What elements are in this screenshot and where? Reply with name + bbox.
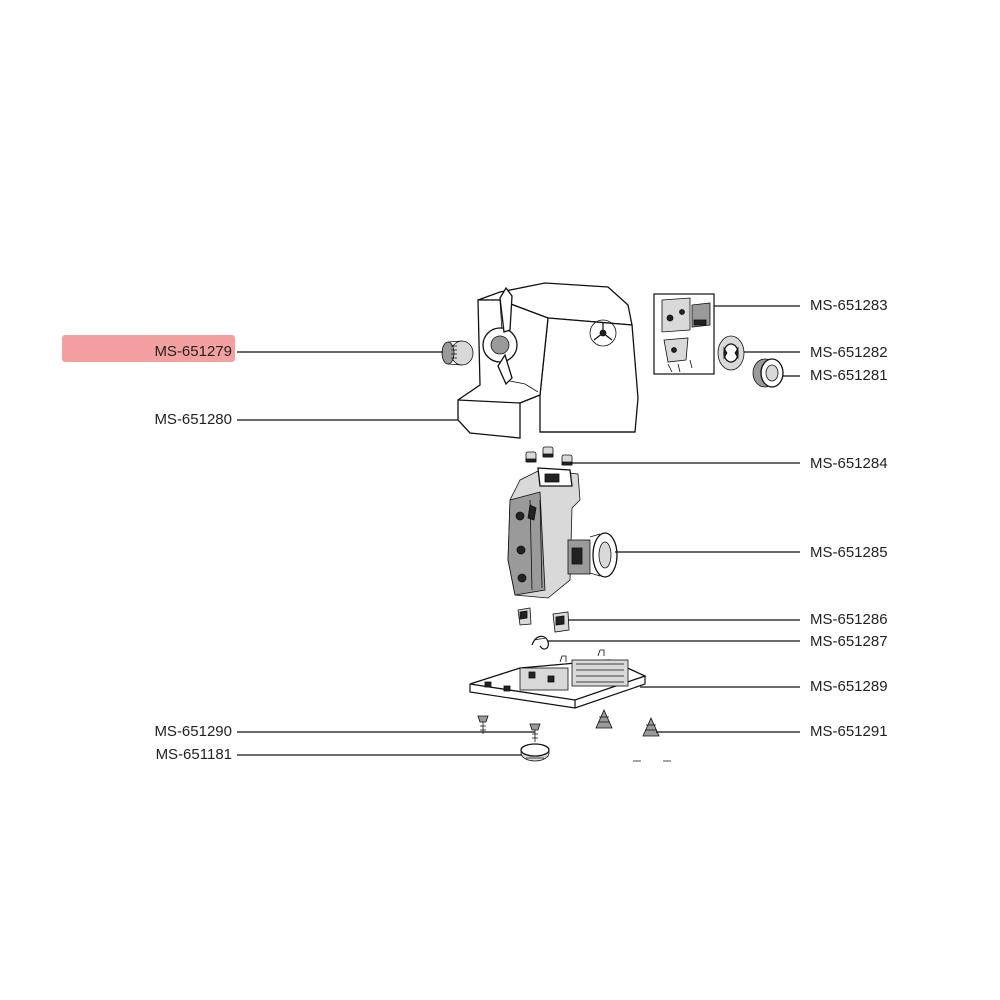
motor-gearbox-drawing <box>507 467 618 599</box>
part-label-ms-651280[interactable]: MS-651280 <box>154 411 232 428</box>
ring-drawing <box>717 335 745 371</box>
foot-drawing <box>520 743 550 762</box>
caps-drawing <box>525 446 573 466</box>
spring-drawing <box>531 635 549 650</box>
selected-part-highlight <box>62 335 235 362</box>
housing-drawing <box>457 282 639 439</box>
switch-assembly-drawing <box>653 293 715 375</box>
part-label-ms-651281[interactable]: MS-651281 <box>810 367 888 384</box>
part-label-ms-651289[interactable]: MS-651289 <box>810 678 888 695</box>
part-label-ms-651285[interactable]: MS-651285 <box>810 544 888 561</box>
part-label-ms-651290[interactable]: MS-651290 <box>154 723 232 740</box>
screws-drawing <box>477 709 671 762</box>
part-label-ms-651283[interactable]: MS-651283 <box>810 297 888 314</box>
base-plate-drawing <box>469 649 647 709</box>
part-label-ms-651284[interactable]: MS-651284 <box>810 455 888 472</box>
part-label-ms-651279[interactable]: MS-651279 <box>154 343 232 360</box>
part-label-ms-651286[interactable]: MS-651286 <box>810 611 888 628</box>
knob-drawing <box>752 358 784 388</box>
leader-lines <box>237 305 800 756</box>
clips-drawing <box>517 607 570 633</box>
part-label-ms-651291[interactable]: MS-651291 <box>810 723 888 740</box>
part-label-ms-651287[interactable]: MS-651287 <box>810 633 888 650</box>
part-label-ms-651181[interactable]: MS-651181 <box>155 746 232 763</box>
bushing-drawing <box>441 340 474 366</box>
part-label-ms-651282[interactable]: MS-651282 <box>810 344 888 361</box>
